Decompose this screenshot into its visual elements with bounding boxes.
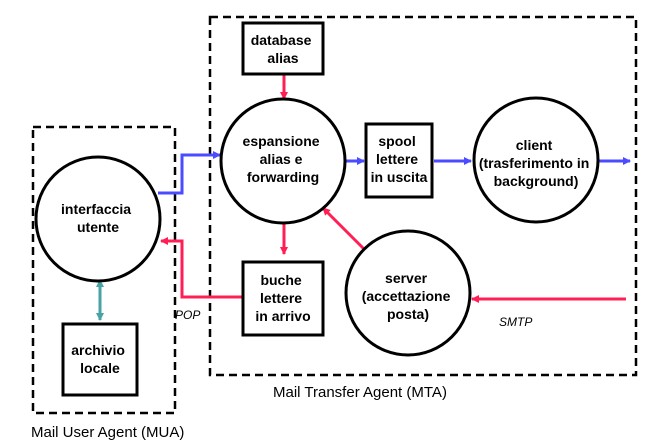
svg-text:buche lettere in a: buche lettere in arrivo [255, 272, 310, 324]
svg-text:spool lettere in u: spool lettere in uscita [371, 133, 428, 185]
node-interfaccia-utente: interfaccia utente [34, 155, 162, 283]
svg-text:interfaccia utente: interfaccia utente [61, 201, 135, 235]
node-label-line: server [385, 270, 428, 286]
node-label-line: utente [77, 219, 119, 235]
node-label-line: interfaccia [61, 201, 131, 217]
svg-text:espansione alias e: espansione alias e forwarding [243, 133, 324, 185]
arrow-buche-to-interfaccia [160, 237, 243, 299]
node-label-line: buche [260, 272, 301, 288]
node-label-line: (accettazione [362, 288, 451, 304]
mta-caption: Mail Transfer Agent (MTA) [273, 384, 447, 401]
svg-text:client (trasferimento in: client (trasferimento in background) [479, 137, 593, 189]
mua-region [31, 125, 177, 415]
node-label-line: forwarding [247, 169, 319, 185]
node-archivio-locale: archivio locale [61, 322, 139, 397]
node-label-line: in uscita [371, 169, 428, 185]
node-database-alias: database alias [241, 21, 325, 76]
node-label-line: archivio [71, 342, 125, 358]
pop-label: POP [175, 308, 200, 322]
node-server: server (accettazione posta) [344, 229, 472, 357]
mua-caption: Mail User Agent (MUA) [31, 424, 184, 441]
node-label-line: lettere [376, 151, 418, 167]
arrow-server-to-espansione [321, 206, 368, 253]
node-label-line: in arrivo [255, 308, 310, 324]
node-label-line: alias e [260, 151, 303, 167]
node-label-line: background) [494, 173, 579, 189]
node-label-line: spool [378, 133, 415, 149]
node-label-line: database [251, 32, 312, 48]
mta-region [208, 15, 638, 377]
node-label-line: (trasferimento in [479, 155, 589, 171]
arrow-interfaccia-to-espansione [158, 151, 221, 195]
svg-text:server (accettazione: server (accettazione posta) [362, 270, 455, 322]
svg-text:archivio locale: archivio locale [71, 342, 129, 376]
node-label-line: locale [80, 360, 120, 376]
smtp-label: SMTP [499, 315, 532, 329]
node-spool-lettere-uscita: spool lettere in uscita [364, 122, 434, 199]
node-label-line: alias [267, 50, 298, 66]
node-client: client (trasferimento in background) [472, 96, 600, 224]
node-label-line: espansione [243, 133, 320, 149]
node-label-line: lettere [260, 290, 302, 306]
node-label-line: posta) [387, 306, 429, 322]
node-buche-lettere-arrivo: buche lettere in arrivo [241, 260, 325, 337]
node-espansione-alias-forwarding: espansione alias e forwarding [219, 97, 347, 225]
svg-text:database alias: database alias [251, 32, 316, 66]
node-label-line: client [516, 137, 553, 153]
